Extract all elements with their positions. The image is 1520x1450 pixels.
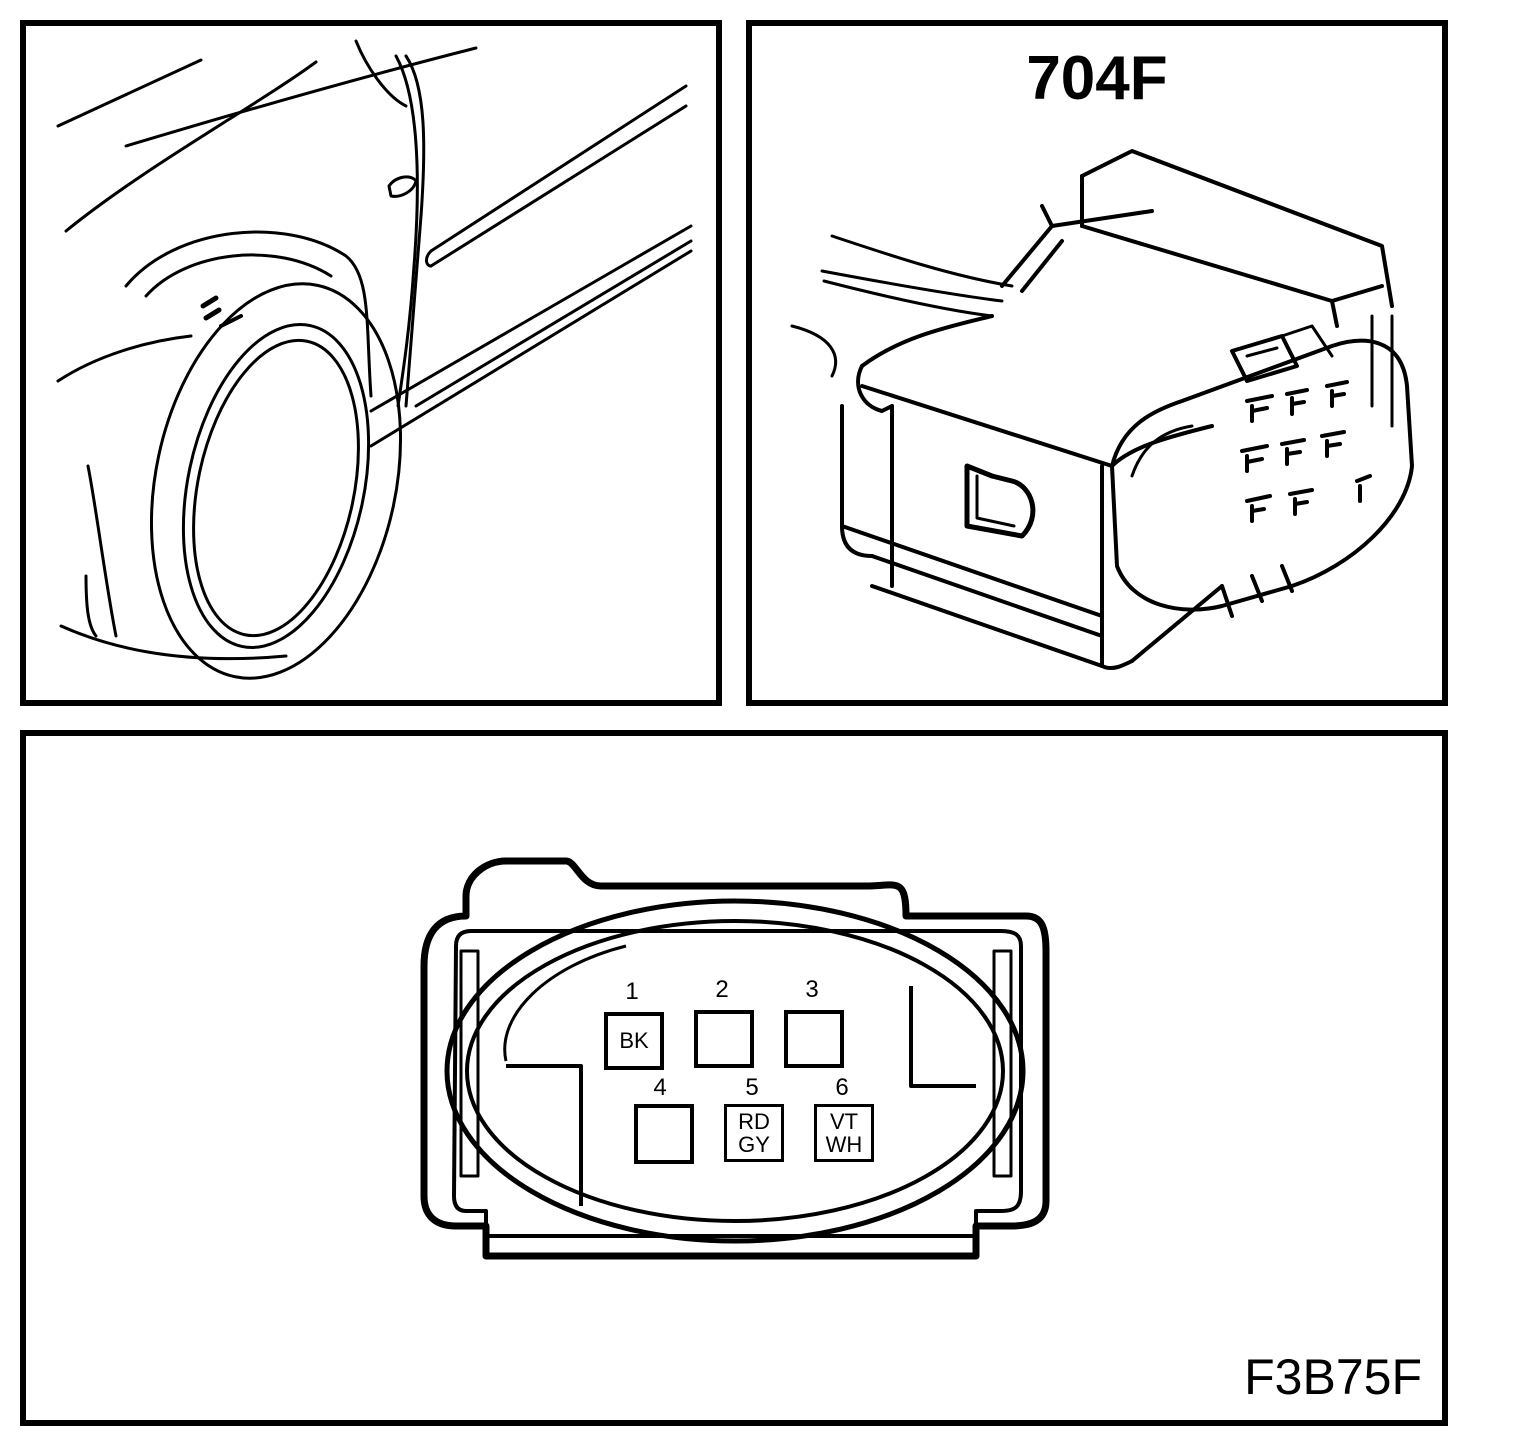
connector-id-label: 704F bbox=[1026, 44, 1168, 113]
pin-5-wire-color-2: GY bbox=[738, 1132, 770, 1157]
figure-code-label: F3B75F bbox=[1244, 1349, 1422, 1405]
pin-number-2: 2 bbox=[715, 976, 729, 1003]
pin-1-wire-color: BK bbox=[619, 1028, 649, 1054]
pin-number-1: 1 bbox=[625, 978, 639, 1005]
pin-cavity-4 bbox=[634, 1104, 694, 1164]
pin-cavity-6: VT WH bbox=[814, 1104, 874, 1162]
pin-5-wire-color-1: RD bbox=[738, 1108, 770, 1134]
pin-6-wire-color-2: WH bbox=[825, 1132, 863, 1157]
pin-number-6: 6 bbox=[835, 1074, 849, 1101]
connector-view-panel: 704F bbox=[746, 20, 1448, 706]
pin-number-4: 4 bbox=[653, 1074, 667, 1101]
pin-cavity-5: RD GY bbox=[724, 1104, 784, 1162]
pin-6-wire-color-1: VT bbox=[829, 1108, 859, 1134]
connector-3d-illustration bbox=[790, 149, 1414, 671]
pin-cavity-3 bbox=[784, 1010, 844, 1068]
pin-number-5: 5 bbox=[745, 1074, 759, 1101]
pin-cavity-2 bbox=[694, 1010, 754, 1068]
vehicle-location-panel bbox=[20, 20, 722, 706]
vehicle-front-quarter-illustration bbox=[56, 39, 693, 680]
connector-face-outline bbox=[420, 857, 1050, 1260]
pinout-panel: 1 2 3 4 5 6 BK RD GY VT WH F3B75F bbox=[20, 730, 1448, 1426]
pin-cavity-1: BK bbox=[604, 1012, 664, 1070]
pin-number-3: 3 bbox=[805, 976, 819, 1003]
